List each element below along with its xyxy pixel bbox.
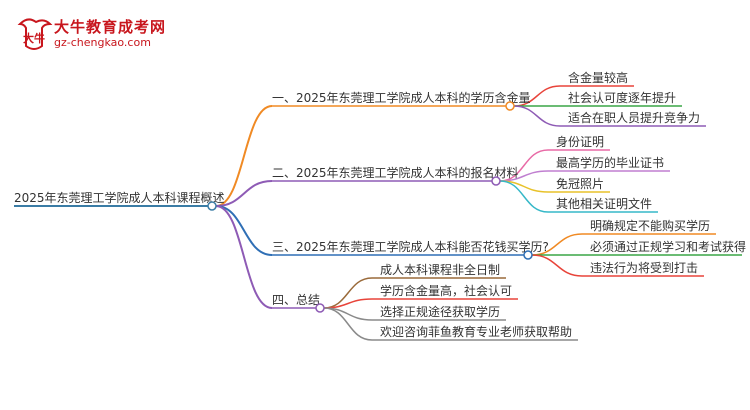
leaf-topic[interactable]: 成人本科课程非全日制 bbox=[380, 262, 500, 277]
leaf-edge bbox=[531, 254, 583, 277]
branch-topic[interactable]: 一、2025年东莞理工学院成人本科的学历含金量 bbox=[272, 90, 531, 105]
branch-edge bbox=[215, 105, 273, 207]
leaf-topic[interactable]: 身份证明 bbox=[556, 134, 604, 149]
bull-logo-icon: 大牛 bbox=[17, 18, 53, 50]
branch-connector-dot bbox=[505, 101, 515, 111]
leaf-topic[interactable]: 违法行为将受到打击 bbox=[590, 261, 698, 275]
leaf-topic[interactable]: 明确规定不能购买学历 bbox=[590, 218, 710, 233]
leaf-topic[interactable]: 学历含金量高，社会认可 bbox=[380, 283, 512, 298]
leaf-topic[interactable]: 社会认可度逐年提升 bbox=[568, 90, 676, 105]
leaf-edge bbox=[323, 307, 373, 341]
root-connector-dot bbox=[207, 201, 217, 211]
site-logo[interactable]: 大牛 大牛教育成考网 gz-chengkao.com bbox=[14, 14, 167, 54]
root-topic[interactable]: 2025年东莞理工学院成人本科课程概述 bbox=[14, 190, 225, 205]
leaf-topic[interactable]: 选择正规途径获取学历 bbox=[380, 304, 500, 319]
leaf-edge bbox=[499, 180, 549, 213]
branch-connector-dot bbox=[523, 250, 533, 260]
logo-title: 大牛教育成考网 bbox=[54, 18, 167, 36]
leaf-topic[interactable]: 其他相关证明文件 bbox=[556, 196, 652, 211]
mindmap-nodes: 2025年东莞理工学院成人本科课程概述 一、2025年东莞理工学院成人本科的学历含… bbox=[14, 70, 746, 339]
mindmap-edges bbox=[14, 85, 742, 341]
branch-edge bbox=[215, 205, 273, 256]
leaf-topic[interactable]: 欢迎咨询菲鱼教育专业老师获取帮助 bbox=[380, 324, 572, 339]
branch-connector-dot bbox=[491, 176, 501, 186]
leaf-topic[interactable]: 适合在职人员提升竞争力 bbox=[568, 110, 700, 125]
branch-connector-dot bbox=[315, 303, 325, 313]
leaf-topic[interactable]: 含金量较高 bbox=[568, 70, 628, 85]
branch-topic[interactable]: 三、2025年东莞理工学院成人本科能否花钱买学历? bbox=[272, 239, 549, 254]
logo-mark-text: 大牛 bbox=[23, 31, 45, 45]
branch-edge bbox=[215, 180, 273, 207]
leaf-topic[interactable]: 最高学历的毕业证书 bbox=[556, 155, 664, 170]
leaf-topic[interactable]: 必须通过正规学习和考试获得 bbox=[590, 239, 746, 254]
leaf-edge bbox=[513, 105, 561, 127]
leaf-topic[interactable]: 免冠照片 bbox=[556, 176, 604, 191]
branch-topic[interactable]: 二、2025年东莞理工学院成人本科的报名材料 bbox=[272, 165, 519, 180]
branch-topic[interactable]: 四、总结 bbox=[272, 293, 320, 307]
logo-url: gz-chengkao.com bbox=[54, 36, 151, 49]
branch-edge bbox=[215, 205, 273, 309]
